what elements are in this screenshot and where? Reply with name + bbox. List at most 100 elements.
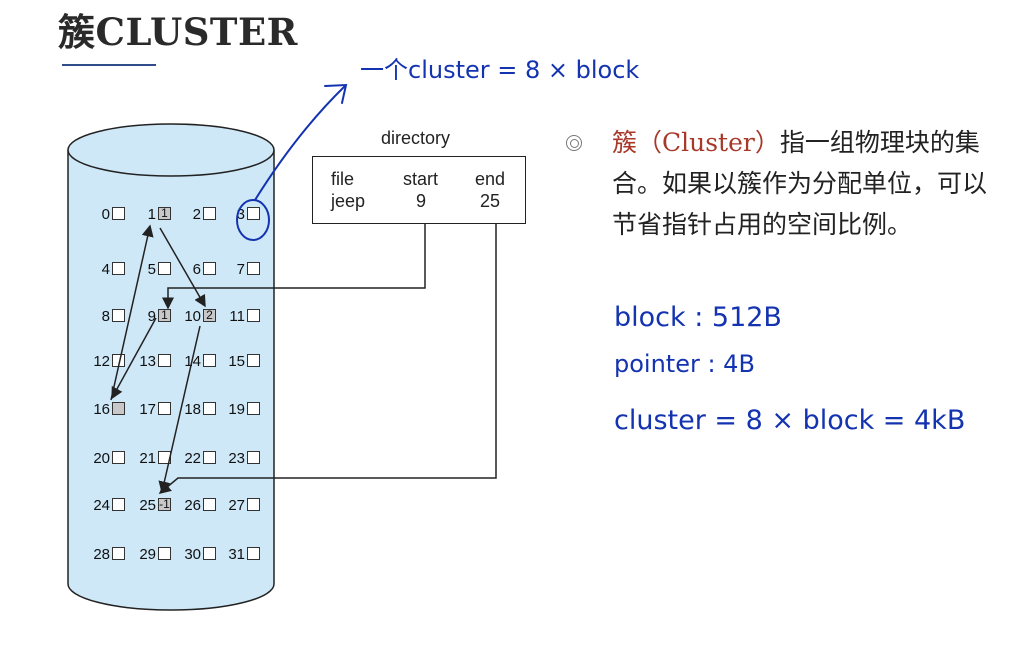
disk-block-number: 24 (93, 497, 110, 514)
disk-block-box: 1 (158, 207, 171, 220)
directory-file-value: jeep (331, 191, 366, 211)
disk-block-number: 11 (229, 308, 245, 325)
disk-block-6: 6 (178, 260, 216, 280)
link-10-25 (158, 325, 201, 494)
disk-block-number: 30 (184, 546, 201, 563)
disk-block-number: 12 (93, 353, 110, 370)
disk-block-box (158, 354, 171, 367)
directory-title: directory (381, 128, 451, 148)
disk-block-3: 3 (222, 205, 260, 225)
disk-block-number: 26 (184, 497, 201, 514)
disk-block-box (112, 547, 125, 560)
disk-block-box (203, 354, 216, 367)
disk-block-box (203, 547, 216, 560)
cluster-description: 簇（Cluster）指一组物理块的集合。如果以簇作为分配单位，可以节省指针占用的… (612, 122, 992, 245)
disk-block-box (247, 498, 260, 511)
disk-block-box (247, 207, 260, 220)
disk-block-box (247, 354, 260, 367)
disk-block-number: 8 (101, 308, 110, 325)
disk-block-box (112, 498, 125, 511)
disk-block-26: 26 (178, 496, 216, 516)
disk-block-number: 3 (236, 206, 245, 223)
disk-block-number: 10 (184, 308, 201, 325)
disk-block-number: 6 (192, 261, 201, 278)
note-pointer-size: pointer : 4B (614, 350, 755, 378)
disk-block-11: 11 (222, 307, 260, 327)
highlight-circle-icon (236, 199, 270, 241)
page-title: 簇CLUSTER (58, 10, 298, 54)
disk-block-4: 4 (87, 260, 125, 280)
disk-block-5: 5 (133, 260, 171, 280)
cluster-annotation: 一个cluster = 8 × block (360, 56, 640, 84)
disk-block-17: 17 (133, 400, 171, 420)
disk-block-number: 15 (228, 353, 245, 370)
disk-block-18: 18 (178, 400, 216, 420)
disk-block-box: 1 (158, 309, 171, 322)
disk-block-box (203, 262, 216, 275)
disk-block-7: 7 (222, 260, 260, 280)
disk-block-box (247, 547, 260, 560)
disk-block-box (247, 309, 260, 322)
disk-block-number: 27 (228, 497, 245, 514)
disk-block-29: 29 (133, 545, 171, 565)
disk-block-number: 13 (139, 353, 156, 370)
annotation-leader-arrowhead (324, 83, 348, 104)
disk-block-box (112, 309, 125, 322)
disk-block-box: 2 (203, 309, 216, 322)
disk-block-15: 15 (222, 352, 260, 372)
disk-block-23: 23 (222, 449, 260, 469)
disk-block-number: 14 (184, 353, 201, 370)
disk-block-number: 9 (147, 308, 156, 325)
disk-block-number: 28 (93, 546, 110, 563)
disk-block-box (158, 547, 171, 560)
disk-block-number: 4 (101, 261, 110, 278)
disk-block-number: 19 (228, 401, 245, 418)
disk-block-box (247, 262, 260, 275)
disk-block-number: 18 (184, 401, 201, 418)
disk-block-21: 21 (133, 449, 171, 469)
disk-block-box (203, 498, 216, 511)
disk-block-8: 8 (87, 307, 125, 327)
directory-header-file: file (331, 169, 355, 189)
bullet-icon (566, 135, 582, 151)
disk-block-number: 20 (93, 450, 110, 467)
directory-table: file start end jeep 9 25 (312, 156, 526, 224)
disk-block-number: 0 (101, 206, 110, 223)
cluster-definition: 指一组物理块的集合。如果以簇作为分配单位，可以节省指针占用的空间比例。 (612, 128, 988, 239)
disk-block-number: 21 (139, 450, 156, 467)
directory-start-value: 9 (416, 191, 427, 211)
start-pointer-arrow (162, 224, 426, 310)
cluster-term: 簇（Cluster） (612, 128, 780, 157)
disk-block-number: 5 (147, 261, 156, 278)
disk-block-20: 20 (87, 449, 125, 469)
disk-block-13: 13 (133, 352, 171, 372)
disk-block-24: 24 (87, 496, 125, 516)
disk-block-number: 7 (236, 261, 245, 278)
directory-header-end: end (475, 169, 506, 189)
disk-block-12: 12 (87, 352, 125, 372)
disk-block-number: 25 (139, 497, 156, 514)
link-1-10 (159, 227, 206, 308)
disk-block-number: 16 (93, 401, 110, 418)
disk-block-box (247, 402, 260, 415)
disk-block-27: 27 (222, 496, 260, 516)
disk-block-16: 16 (87, 400, 125, 420)
disk-block-box (112, 402, 125, 415)
disk-block-box (203, 451, 216, 464)
disk-block-14: 14 (178, 352, 216, 372)
disk-block-31: 31 (222, 545, 260, 565)
annotation-leader-line (254, 85, 346, 201)
disk-block-number: 31 (228, 546, 245, 563)
disk-block-0: 0 (87, 205, 125, 225)
disk-block-22: 22 (178, 449, 216, 469)
disk-block-box (112, 207, 125, 220)
disk-block-number: 2 (192, 206, 201, 223)
disk-block-box: -1 (158, 497, 171, 511)
disk-block-number: 23 (228, 450, 245, 467)
disk-block-box (203, 402, 216, 415)
disk-block-box (112, 451, 125, 464)
